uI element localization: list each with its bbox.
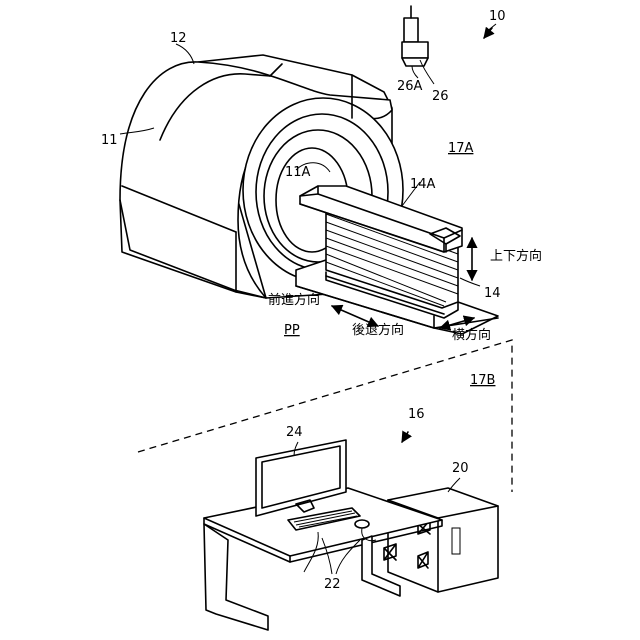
patient-couch [296, 186, 498, 334]
label-vertical-direction: 上下方向 [490, 248, 542, 264]
label-monitor: 24 [286, 425, 303, 440]
label-console: 16 [408, 407, 425, 422]
label-forward-direction: 前進方向 [268, 292, 320, 308]
label-gantry-housing: 11 [101, 133, 118, 148]
camera-unit [402, 6, 428, 66]
label-plane: PP [284, 323, 300, 338]
label-scan-room: 17A [448, 141, 474, 156]
label-control-room: 17B [470, 373, 495, 388]
label-camera: 26A [397, 79, 423, 94]
mouse [355, 520, 369, 528]
label-gantry: 12 [170, 31, 187, 46]
label-bore: 11A [285, 165, 311, 180]
label-tabletop: 14A [410, 177, 436, 192]
label-camera-unit: 26 [432, 89, 449, 104]
label-system: 10 [489, 9, 506, 24]
label-couch: 14 [484, 286, 501, 301]
label-computer: 20 [452, 461, 469, 476]
label-lateral-direction: 横方向 [452, 327, 491, 343]
label-input-devices: 22 [324, 577, 341, 592]
label-backward-direction: 後退方向 [352, 322, 404, 338]
